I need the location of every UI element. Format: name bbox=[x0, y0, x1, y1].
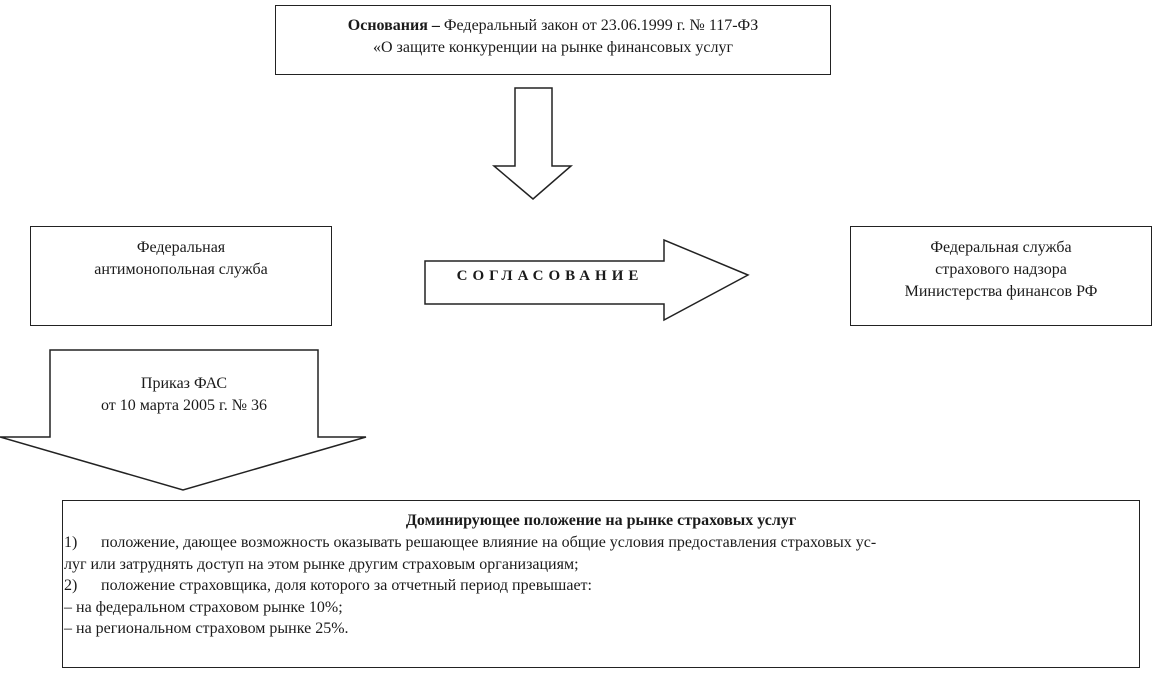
fssn-line3: Министерства финансов РФ bbox=[904, 283, 1098, 300]
basis-law: Федеральный закон от 23.06.1999 г. № 117… bbox=[439, 17, 759, 34]
criterion-1-cont: луг или затруднять доступ на этом рынке … bbox=[64, 555, 579, 573]
dominance-box bbox=[62, 500, 1140, 668]
fas-line1: Федеральная bbox=[136, 239, 226, 256]
fas-box bbox=[30, 226, 332, 326]
basis-law-title: «О защите конкуренции на рынке финансовы… bbox=[372, 39, 734, 56]
order-line2: от 10 марта 2005 г. № 36 bbox=[101, 397, 267, 414]
down-arrow-basis bbox=[491, 87, 574, 200]
basis-box bbox=[275, 5, 831, 75]
threshold-federal: – на федеральном страховом рынке 10%; bbox=[64, 598, 343, 616]
basis-label: Основания – bbox=[347, 17, 440, 34]
fssn-text: Федеральная служба страхового надзора Ми… bbox=[850, 237, 1152, 303]
criterion-1: 1)положение, дающее возможность оказыват… bbox=[64, 534, 877, 551]
criterion-2: 2)положение страховщика, доля которого з… bbox=[64, 577, 592, 595]
basis-text: Основания – Федеральный закон от 23.06.1… bbox=[275, 15, 831, 59]
dominance-title: Доминирующее положение на рынке страховы… bbox=[405, 512, 797, 529]
fas-line2: антимонопольная служба bbox=[94, 261, 268, 278]
agreement-label: СОГЛАСОВАНИЕ bbox=[456, 268, 644, 284]
dominance-criteria: 1)положение, дающее возможность оказыват… bbox=[64, 532, 1136, 640]
fas-text: Федеральная антимонопольная служба bbox=[30, 237, 332, 281]
threshold-regional: – на региональном страховом рынке 25%. bbox=[64, 620, 349, 638]
order-line1: Приказ ФАС bbox=[140, 375, 228, 392]
order-text: Приказ ФАС от 10 марта 2005 г. № 36 bbox=[50, 373, 318, 417]
right-arrow-agreement bbox=[424, 238, 750, 322]
down-arrow-order bbox=[0, 349, 367, 491]
fssn-box bbox=[850, 226, 1152, 326]
fssn-line2: страхового надзора bbox=[935, 261, 1067, 278]
fssn-line1: Федеральная служба bbox=[930, 239, 1072, 256]
